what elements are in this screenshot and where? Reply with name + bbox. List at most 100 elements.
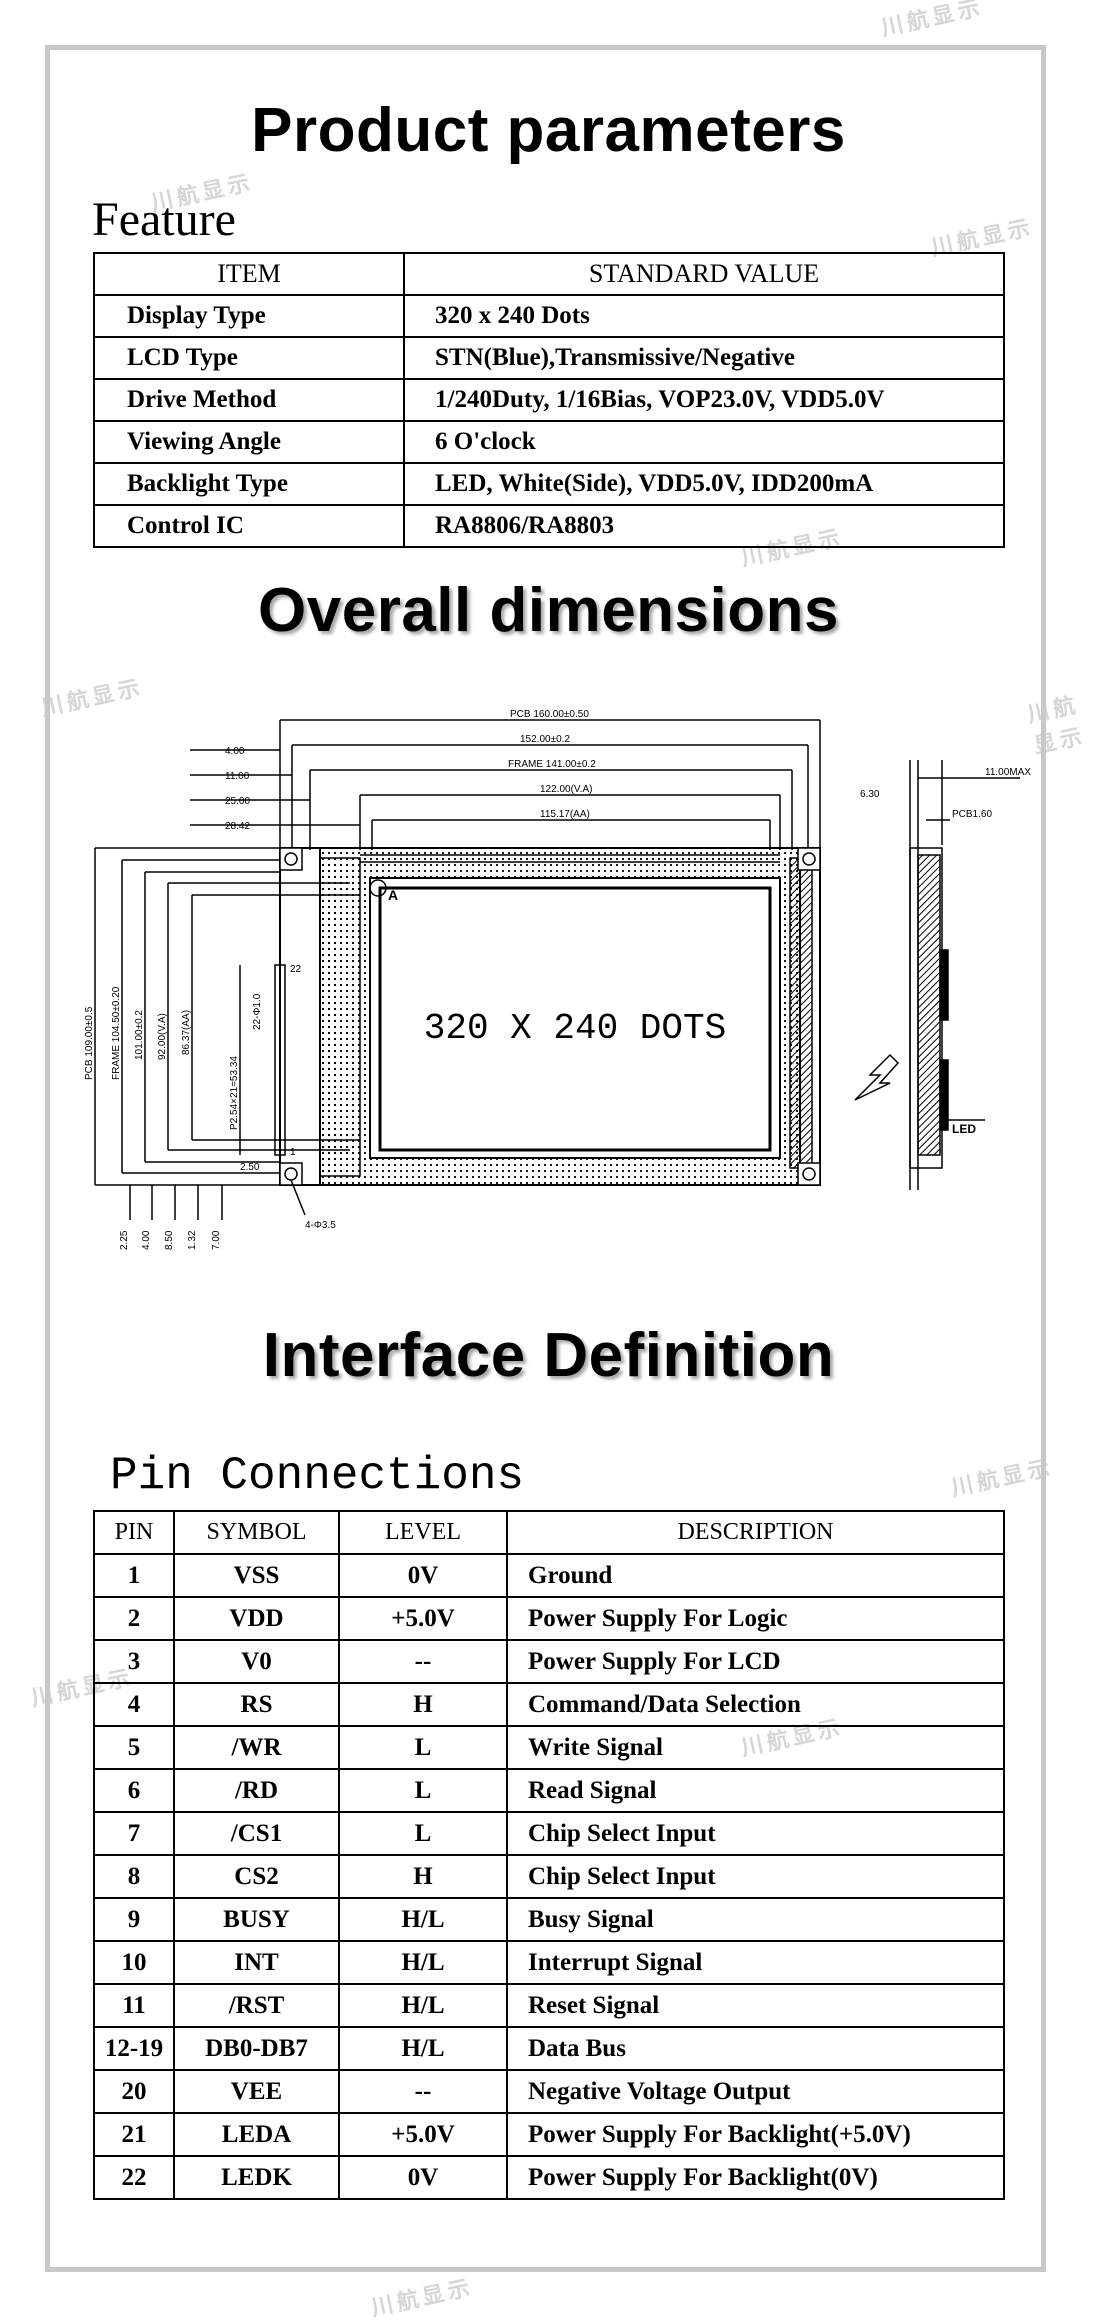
description-cell: Interrupt Signal — [506, 1940, 1005, 1985]
value-cell: LED, White(Side), VDD5.0V, IDD200mA — [403, 462, 1005, 506]
symbol-cell: V0 — [173, 1639, 340, 1684]
pin-cell: 9 — [93, 1897, 175, 1942]
column-header-item: ITEM — [93, 252, 405, 296]
table-header-row: PIN SYMBOL LEVEL DESCRIPTION — [93, 1510, 1005, 1555]
description-cell: Power Supply For Backlight(+5.0V) — [506, 2112, 1005, 2157]
pin-dia-label: 22-Φ1.0 — [252, 993, 263, 1030]
page-frame — [45, 45, 1046, 2272]
symbol-cell: RS — [173, 1682, 340, 1727]
symbol-cell: LEDK — [173, 2155, 340, 2200]
description-cell: Command/Data Selection — [506, 1682, 1005, 1727]
description-cell: Reset Signal — [506, 1983, 1005, 2028]
value-cell: 6 O'clock — [403, 420, 1005, 464]
pin-cell: 21 — [93, 2112, 175, 2157]
aa-width-label: 115.17(AA) — [540, 809, 590, 820]
description-cell: Negative Voltage Output — [506, 2069, 1005, 2114]
symbol-cell: /RST — [173, 1983, 340, 2028]
dim-left-3: 28.42 — [225, 821, 250, 832]
level-cell: H — [338, 1854, 508, 1899]
pin-cell: 5 — [93, 1725, 175, 1770]
value-cell: 320 x 240 Dots — [403, 294, 1005, 338]
dim-bottom-3: 1.32 — [187, 1230, 198, 1250]
item-cell: Drive Method — [93, 378, 405, 422]
symbol-cell: CS2 — [173, 1854, 340, 1899]
description-cell: Read Signal — [506, 1768, 1005, 1813]
symbol-cell: /RD — [173, 1768, 340, 1813]
dim-left-0: 4.00 — [225, 746, 245, 757]
pin-cell: 7 — [93, 1811, 175, 1856]
pin-connections-title: Pin Connections — [110, 1450, 525, 1502]
item-cell: Viewing Angle — [93, 420, 405, 464]
level-cell: 0V — [338, 1553, 508, 1598]
dim-left-1: 11.00 — [225, 771, 250, 782]
level-cell: H/L — [338, 1897, 508, 1942]
side-max-label: 11.00MAX — [985, 767, 1031, 778]
symbol-cell: /CS1 — [173, 1811, 340, 1856]
level-cell: L — [338, 1768, 508, 1813]
level-cell: -- — [338, 1639, 508, 1684]
pin-cell: 1 — [93, 1553, 175, 1598]
column-header-description: DESCRIPTION — [506, 1510, 1005, 1555]
side-630-label: 6.30 — [860, 789, 880, 800]
column-header-symbol: SYMBOL — [173, 1510, 340, 1555]
item-cell: Display Type — [93, 294, 405, 338]
level-cell: H/L — [338, 1940, 508, 1985]
level-cell: H — [338, 1682, 508, 1727]
description-cell: Ground — [506, 1553, 1005, 1598]
table-header-row: ITEM STANDARD VALUE — [93, 252, 1005, 296]
pin-last-label: 22 — [290, 964, 302, 975]
pin-first-label: 1 — [290, 1147, 296, 1158]
description-cell: Power Supply For Backlight(0V) — [506, 2155, 1005, 2200]
description-cell: Write Signal — [506, 1725, 1005, 1770]
value-cell: STN(Blue),Transmissive/Negative — [403, 336, 1005, 380]
symbol-cell: VEE — [173, 2069, 340, 2114]
pin-cell: 6 — [93, 1768, 175, 1813]
pin-cell: 8 — [93, 1854, 175, 1899]
level-cell: -- — [338, 2069, 508, 2114]
dim-bottom-1: 4.00 — [141, 1230, 152, 1250]
item-cell: Control IC — [93, 504, 405, 548]
watermark: 川航显示 — [369, 2275, 476, 2322]
va-height-label: 92.00(V.A) — [157, 1013, 168, 1060]
heading-product-parameters: Product parameters — [251, 96, 846, 165]
description-cell: Chip Select Input — [506, 1854, 1005, 1899]
pin-cell: 22 — [93, 2155, 175, 2200]
heading-overall-dimensions: Overall dimensions — [258, 576, 839, 645]
value-cell: RA8806/RA8803 — [403, 504, 1005, 548]
level-cell: H/L — [338, 1983, 508, 2028]
dim-250-label: 2.50 — [240, 1162, 260, 1173]
column-header-standard-value: STANDARD VALUE — [403, 252, 1005, 296]
level-cell: +5.0V — [338, 2112, 508, 2157]
side-pcb-label: PCB1.60 — [952, 809, 992, 820]
dim-bottom-4: 7.00 — [211, 1230, 222, 1250]
feature-title: Feature — [92, 193, 236, 246]
description-cell: Data Bus — [506, 2026, 1005, 2071]
pitch-label: P2.54×21=53.34 — [229, 1056, 240, 1130]
item-cell: LCD Type — [93, 336, 405, 380]
description-cell: Busy Signal — [506, 1897, 1005, 1942]
heading-interface-definition: Interface Definition — [262, 1321, 835, 1390]
dim-left-2: 25.00 — [225, 796, 250, 807]
level-cell: L — [338, 1811, 508, 1856]
pin-cell: 10 — [93, 1940, 175, 1985]
level-cell: L — [338, 1725, 508, 1770]
aa-height-label: 86.37(AA) — [181, 1010, 192, 1055]
column-header-level: LEVEL — [338, 1510, 508, 1555]
symbol-cell: BUSY — [173, 1897, 340, 1942]
